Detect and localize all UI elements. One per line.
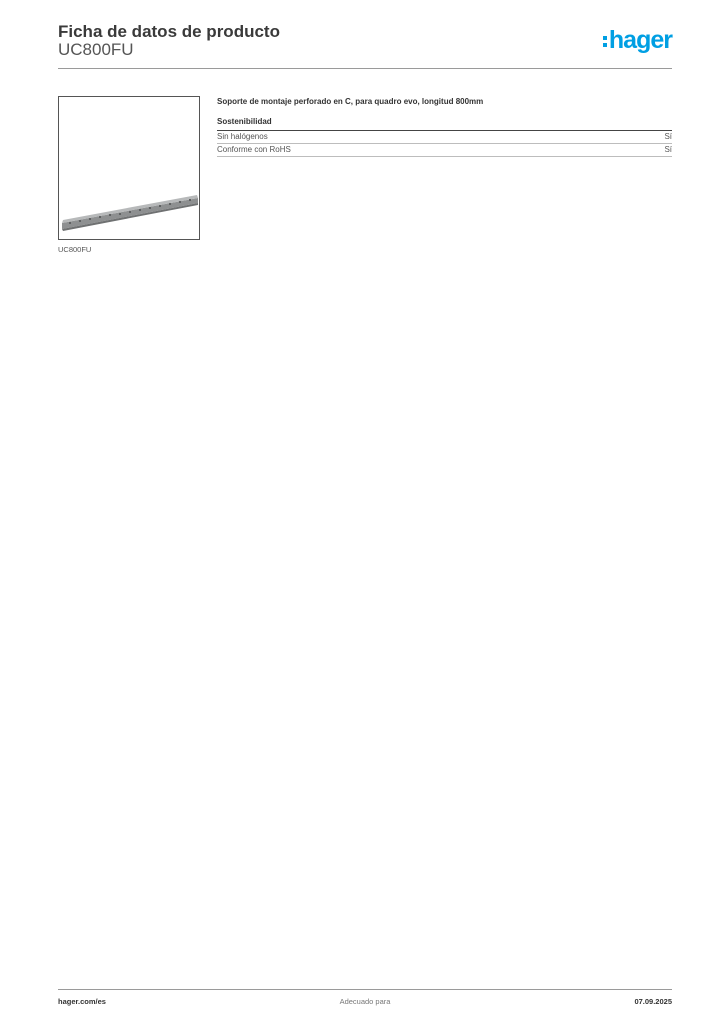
product-code-title: UC800FU bbox=[58, 40, 134, 59]
footer-date: 07.09.2025 bbox=[634, 997, 672, 1006]
footer-center-text: Adecuado para bbox=[339, 997, 391, 1006]
footer-divider bbox=[58, 989, 672, 990]
logo-text: hager bbox=[608, 25, 673, 54]
footer-website-link[interactable]: hager.com/es bbox=[58, 997, 106, 1006]
spec-value: Sí bbox=[664, 145, 672, 154]
spec-value: Sí bbox=[664, 132, 672, 141]
hager-logo: hager bbox=[602, 25, 673, 54]
product-details: Soporte de montaje perforado en C, para … bbox=[217, 96, 672, 157]
spec-label: Conforme con RoHS bbox=[217, 145, 291, 154]
spec-row: Sin halógenos Sí bbox=[217, 131, 672, 144]
spec-label: Sin halógenos bbox=[217, 132, 268, 141]
page-footer: hager.com/es Adecuado para 07.09.2025 bbox=[58, 997, 672, 1009]
product-image bbox=[58, 96, 200, 240]
section-title-sustainability: Sostenibilidad bbox=[217, 116, 672, 131]
mounting-rail-image bbox=[62, 195, 198, 231]
spec-row: Conforme con RoHS Sí bbox=[217, 144, 672, 157]
document-title: Ficha de datos de producto bbox=[58, 22, 280, 41]
image-caption: UC800FU bbox=[58, 245, 92, 254]
product-description: Soporte de montaje perforado en C, para … bbox=[217, 97, 484, 106]
page-header: Ficha de datos de producto UC800FU hager bbox=[58, 20, 673, 68]
logo-dots-icon bbox=[602, 36, 607, 47]
header-divider bbox=[58, 68, 672, 69]
